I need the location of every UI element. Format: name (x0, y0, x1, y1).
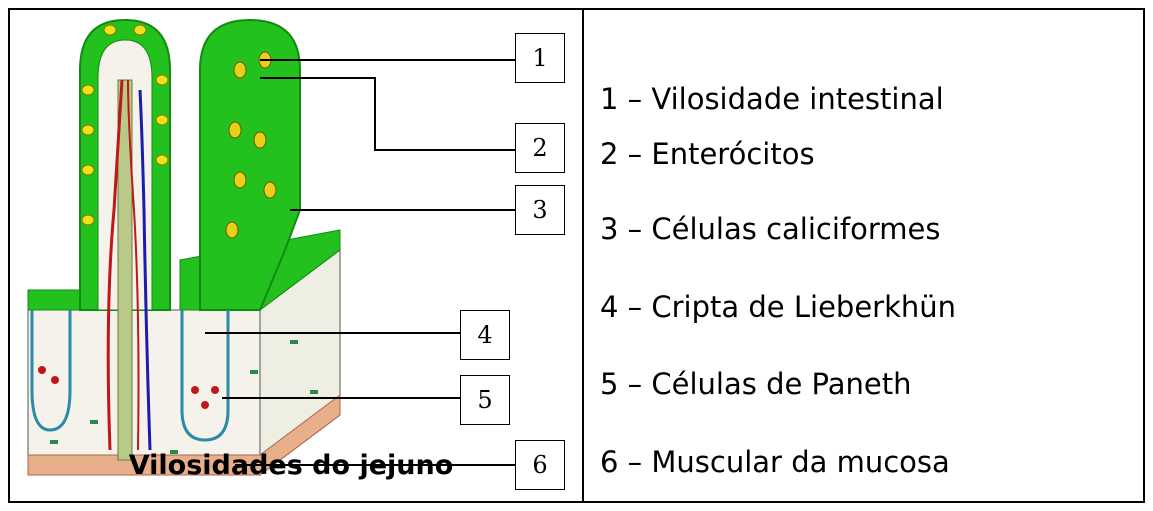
callout-4: 4 (460, 310, 510, 360)
callout-1: 1 (515, 33, 565, 83)
arteriole-2 (127, 79, 140, 451)
paneth-cells (38, 366, 219, 409)
callout-6: 6 (515, 440, 565, 490)
legend-item-6: 6 – Muscular da mucosa (600, 445, 950, 479)
legend-item-3: 3 – Células caliciformes (600, 212, 941, 246)
venule (138, 89, 152, 451)
legend-item-5: 5 – Células de Paneth (600, 367, 912, 401)
crypt-right (180, 310, 230, 442)
legend-item-4: 4 – Cripta de Lieberkhün (600, 290, 957, 324)
central-lacteal (117, 79, 133, 461)
goblet-cells-left (81, 24, 169, 226)
muscularis-mucosae (27, 394, 341, 476)
lamina-propria-cells (50, 340, 318, 454)
column-divider (582, 8, 584, 503)
legend-item-2: 2 – Enterócitos (600, 137, 815, 171)
right-villus (199, 18, 301, 311)
callout-2: 2 (515, 123, 565, 173)
figure-frame (8, 8, 1145, 503)
callout-3: 3 (515, 185, 565, 235)
callout-5: 5 (460, 375, 510, 425)
crypt-left (30, 310, 72, 432)
figure-caption: Vilosidades do jejuno (128, 450, 454, 481)
legend-item-1: 1 – Vilosidade intestinal (600, 82, 944, 116)
arteriole (106, 79, 124, 451)
goblet-cells-right (225, 51, 277, 239)
pointer-lines (205, 59, 515, 466)
jejunum-villi-illustration (27, 18, 515, 476)
